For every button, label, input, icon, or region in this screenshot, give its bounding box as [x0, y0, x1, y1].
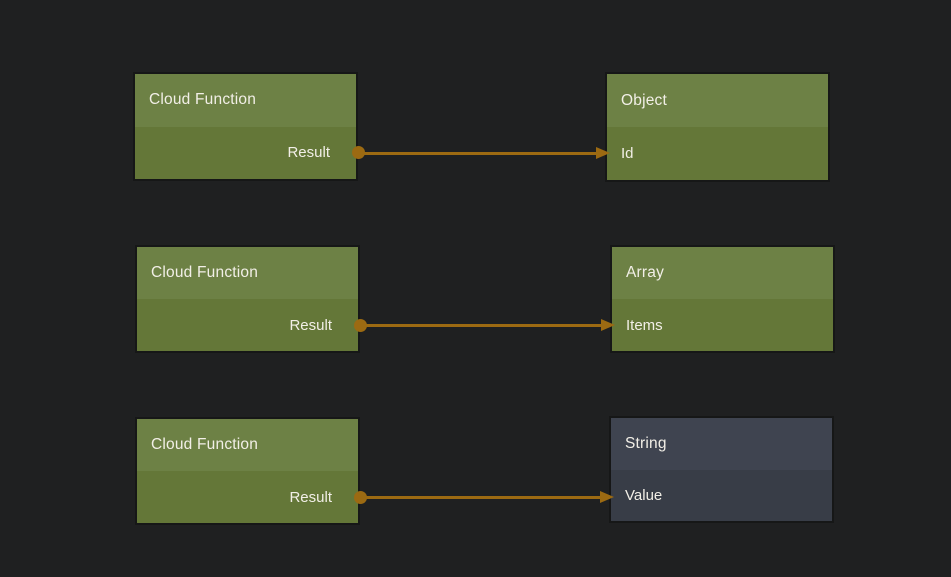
- node-title: String: [625, 434, 667, 452]
- input-port-label: Items: [626, 316, 663, 334]
- node-port-row: Result: [137, 471, 367, 523]
- node-object[interactable]: Object Id: [605, 72, 830, 182]
- input-port-label: Value: [625, 486, 663, 504]
- node-port-row: Items: [612, 299, 833, 351]
- node-string[interactable]: String Value: [609, 416, 834, 523]
- output-port-label: Result: [287, 144, 330, 162]
- node-port-row: Value: [611, 469, 832, 521]
- node-title: Cloud Function: [151, 436, 259, 453]
- node-cloud-function-1[interactable]: Cloud Function Result: [133, 72, 365, 181]
- node-header: Cloud Function: [137, 419, 358, 471]
- output-port-dot[interactable]: [352, 146, 365, 160]
- node-header: Array: [612, 247, 833, 299]
- node-port-row: Result: [135, 126, 365, 179]
- node-port-row: Id: [607, 127, 828, 180]
- node-title: Cloud Function: [149, 91, 257, 109]
- node-title: Object: [621, 91, 667, 109]
- node-header: String: [611, 418, 832, 470]
- output-port-dot[interactable]: [354, 318, 367, 332]
- node-cloud-function-3[interactable]: Cloud Function Result: [135, 417, 367, 525]
- node-header: Cloud Function: [135, 74, 356, 127]
- output-port-label: Result: [289, 488, 332, 506]
- wire-result-to-value[interactable]: [364, 491, 614, 503]
- node-cloud-function-2[interactable]: Cloud Function Result: [135, 245, 367, 353]
- node-header: Cloud Function: [137, 247, 358, 299]
- node-header: Object: [607, 74, 828, 127]
- node-array[interactable]: Array Items: [610, 245, 835, 353]
- output-port-label: Result: [289, 316, 332, 334]
- node-port-row: Result: [137, 299, 367, 351]
- input-port-label: Id: [621, 145, 634, 162]
- node-title: Array: [626, 264, 665, 281]
- output-port-dot[interactable]: [354, 490, 367, 504]
- node-title: Cloud Function: [151, 264, 259, 281]
- wire-result-to-id[interactable]: [362, 147, 610, 159]
- wire-result-to-items[interactable]: [364, 319, 615, 331]
